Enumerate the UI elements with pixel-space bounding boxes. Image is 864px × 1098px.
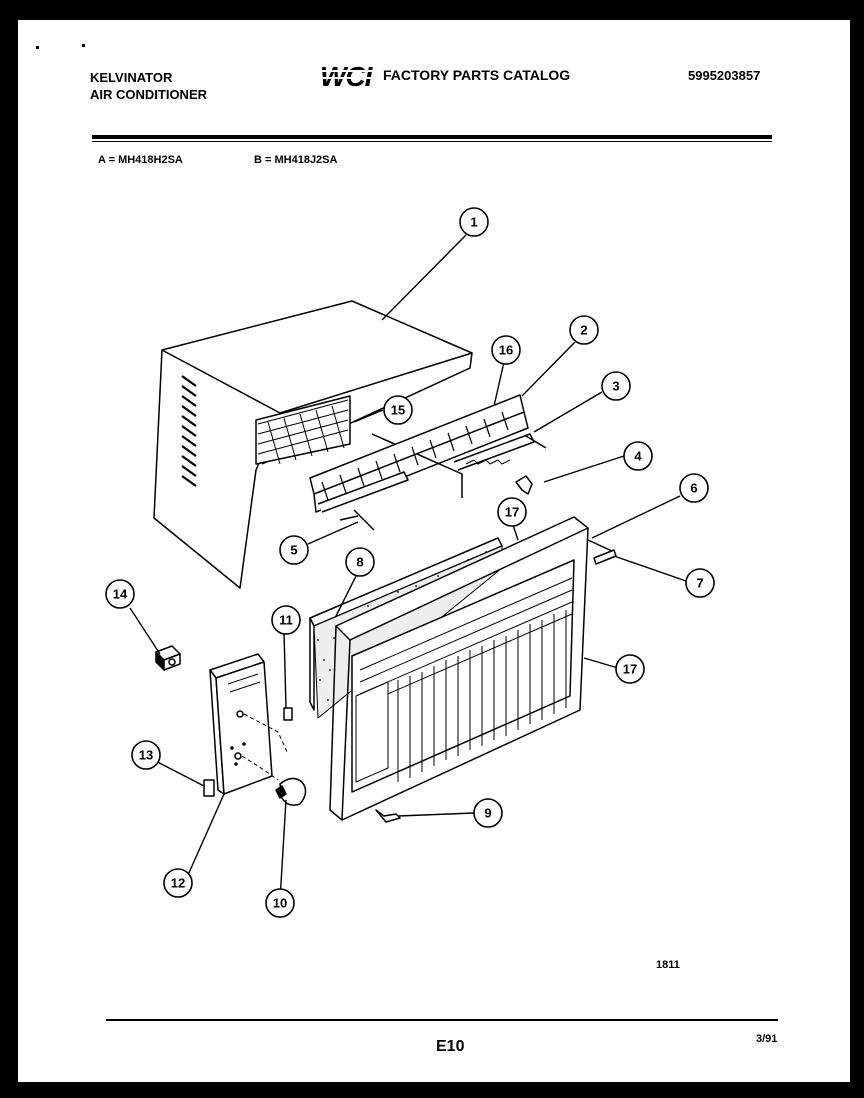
header-rule-thin (92, 141, 772, 142)
callout-8: 8 (345, 547, 375, 577)
svg-text:1: 1 (470, 215, 477, 230)
callout-14: 14 (105, 579, 135, 609)
control-panel-part (203, 653, 289, 797)
wci-logo: WCI (318, 60, 380, 92)
svg-text:16: 16 (499, 343, 513, 358)
catalog-number: 5995203857 (688, 68, 761, 83)
svg-text:2: 2 (580, 323, 587, 338)
callout-11: 11 (271, 605, 301, 635)
header-rule-thick (92, 135, 772, 139)
callout-4: 4 (623, 441, 653, 471)
callout-3: 3 (601, 371, 631, 401)
svg-text:11: 11 (279, 613, 293, 628)
callout-15: 15 (383, 395, 413, 425)
svg-text:17: 17 (505, 505, 519, 520)
model-a: A = MH418H2SA (98, 154, 183, 166)
clip-part (515, 475, 533, 495)
knob-part (275, 777, 307, 806)
front-grille-part (329, 516, 615, 821)
front-rail-part (309, 394, 547, 531)
page-code: E10 (436, 1038, 465, 1055)
svg-text:5: 5 (290, 543, 297, 558)
figure-code: 1811 (656, 959, 680, 971)
callout-17-top: 17 (497, 497, 527, 527)
svg-text:4: 4 (634, 449, 642, 464)
callout-9: 9 (473, 798, 503, 828)
svg-text:17: 17 (623, 662, 637, 677)
svg-text:14: 14 (113, 587, 128, 602)
svg-text:WCI: WCI (320, 61, 374, 92)
svg-text:3: 3 (612, 379, 619, 394)
callout-5: 5 (279, 535, 309, 565)
svg-text:13: 13 (139, 748, 153, 763)
callout-10: 10 (265, 888, 295, 918)
catalog-page: KELVINATOR AIR CONDITIONER WCI FACTORY P… (18, 20, 850, 1082)
side-strip-part (593, 549, 617, 565)
callout-16: 16 (491, 335, 521, 365)
callout-13: 13 (131, 740, 161, 770)
svg-text:15: 15 (391, 403, 405, 418)
knob-cap-part (155, 645, 181, 671)
svg-text:10: 10 (273, 896, 287, 911)
callout-6: 6 (679, 473, 709, 503)
clip-small-part (283, 707, 293, 721)
svg-text:9: 9 (484, 806, 491, 821)
callout-12: 12 (163, 868, 193, 898)
bracket-part (375, 809, 401, 823)
product-type: AIR CONDITIONER (90, 87, 207, 102)
callout-1: 1 (459, 207, 489, 237)
model-b: B = MH418J2SA (254, 154, 338, 166)
svg-text:7: 7 (696, 576, 703, 591)
catalog-date: 3/91 (756, 1033, 778, 1045)
brand-name: KELVINATOR (90, 70, 173, 85)
callout-2: 2 (569, 315, 599, 345)
scan-speck (36, 46, 39, 49)
svg-text:6: 6 (690, 481, 697, 496)
callout-17-right: 17 (615, 654, 645, 684)
svg-text:8: 8 (356, 555, 363, 570)
callout-7: 7 (685, 568, 715, 598)
svg-text:12: 12 (171, 876, 185, 891)
scan-speck (82, 44, 85, 47)
footer-rule (106, 1019, 778, 1021)
cabinet-part (153, 300, 473, 589)
exploded-parts-diagram: 1 2 3 4 5 6 7 8 9 10 11 12 13 14 15 16 1… (105, 207, 715, 918)
catalog-title: FACTORY PARTS CATALOG (383, 67, 571, 83)
